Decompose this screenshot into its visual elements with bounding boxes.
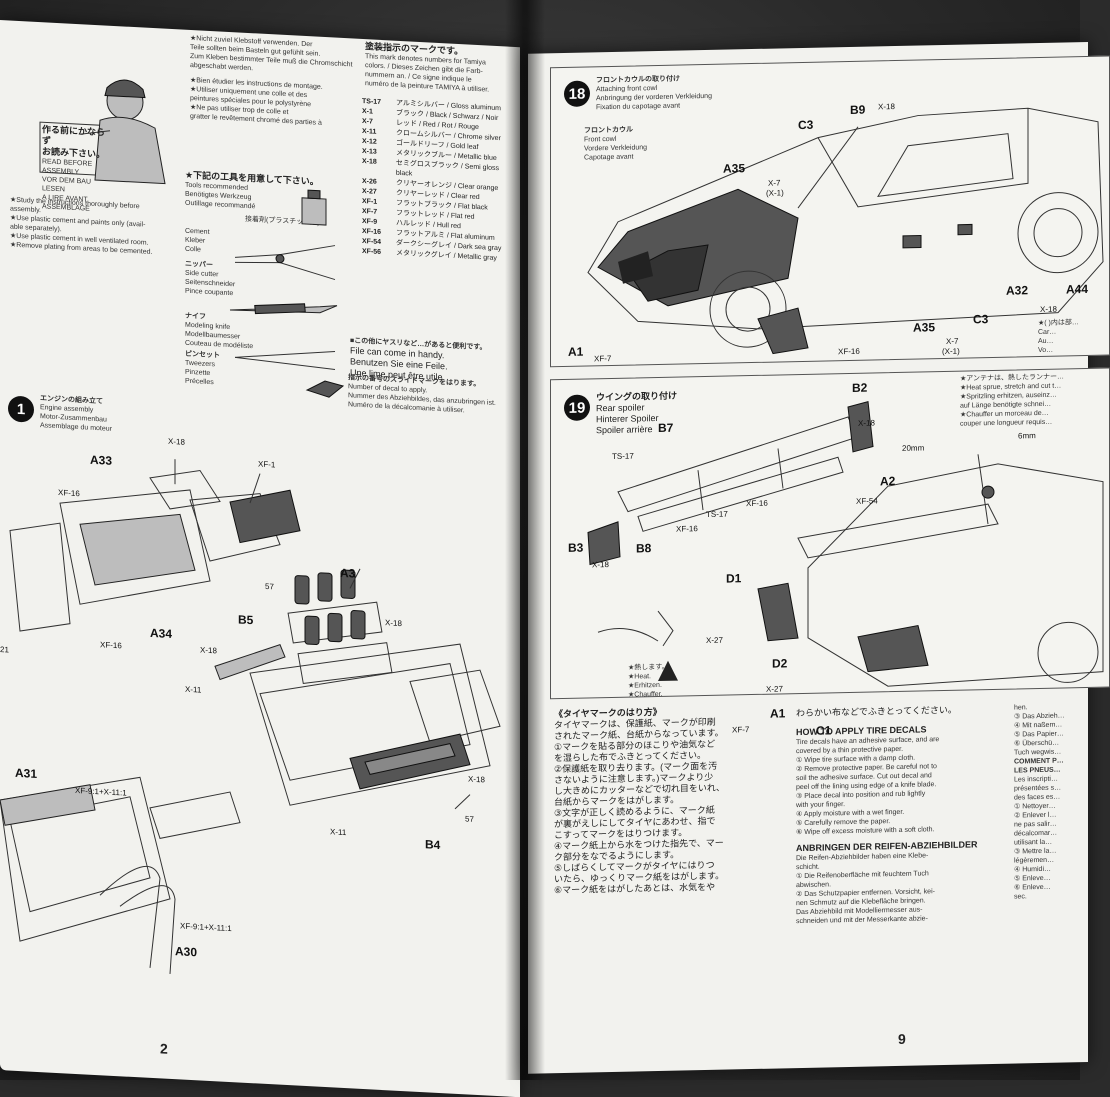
paint-label-x7: X-7 — [946, 336, 959, 346]
paint-code: X-18 — [362, 157, 377, 166]
part-label-a2: A2 — [880, 474, 896, 489]
paint-label-x1: (X-1) — [766, 188, 784, 198]
part-label-b9: B9 — [850, 102, 866, 117]
part-label-c3: C3 — [798, 117, 814, 133]
part-label-a34: A34 — [150, 625, 173, 642]
heat-label: ★熱します。 ★Heat. ★Erhitzen. ★Chauffer. — [628, 663, 669, 700]
paint-label-x27: X-27 — [706, 635, 723, 646]
part-label-a1: A1 — [568, 344, 584, 359]
part-label-a35: A35 — [913, 320, 936, 335]
note-line: Vo… — [1038, 346, 1054, 355]
note-line: ★( )内は部… — [1038, 319, 1079, 328]
side-cutter-icon — [234, 245, 336, 281]
part-label-a3: A3 — [340, 565, 356, 581]
paint-label-xf16: XF-16 — [58, 488, 80, 499]
engine-assembly-diagram — [0, 459, 501, 974]
part-label-a31: A31 — [15, 765, 38, 781]
heat-line: ★熱します。 — [628, 663, 669, 672]
paint-label-x18: X-18 — [878, 102, 895, 112]
dimension-6mm: 6mm — [1018, 431, 1036, 441]
part-label-a35: A35 — [723, 161, 746, 176]
glue-warning-block: ★Nicht zuviel Klebstoff verwenden. Der T… — [190, 34, 360, 130]
dimension-20mm: 20mm — [902, 443, 925, 453]
paint-label-x18: X-18 — [858, 418, 875, 428]
part-label-b2: B2 — [852, 380, 868, 395]
paint-label-x18: X-18 — [468, 774, 485, 785]
paint-label-x11: X-11 — [330, 827, 347, 838]
paint-label-x18: X-18 — [168, 436, 185, 447]
tire-instructions-col3: hen. ③ Das Abzieh… ④ Mit naßem… ⑤ Das Pa… — [1014, 702, 1084, 901]
part-label-c3: C3 — [973, 312, 989, 327]
paint-label-xf16: XF-16 — [676, 524, 698, 534]
tire-ja-cont: わらかい布などでふきとってください。 — [796, 704, 957, 719]
rear-spoiler-diagram — [587, 400, 1104, 687]
tire-instructions-ja: 《タイヤマークのはり方》 タイヤマークは、保護紙、マークが印刷 されたマーク紙、… — [554, 704, 794, 896]
paint-label-xf16: XF-16 — [838, 346, 860, 357]
tweezers-fr: Précelles — [185, 377, 214, 387]
part-label-b3: B3 — [568, 540, 584, 555]
heat-line: ★Chauffer. — [628, 690, 663, 699]
paint-label-ts17: TS-17 — [612, 451, 634, 461]
tweezers-labels: ピンセット Tweezers Pinzette Précelles — [185, 350, 220, 388]
part-label-b7: B7 — [658, 420, 674, 436]
paint-label-x18: X-18 — [200, 645, 217, 656]
paint-label-x11: X-11 — [185, 684, 202, 695]
left-page: 作る前にかならず お読み下さい。 READ BEFORE ASSEMBLY VO… — [0, 20, 520, 1097]
paint-label-xf1: XF-1 — [258, 459, 276, 470]
paint-label-xf16: XF-16 — [746, 498, 768, 509]
decal-number-57: 57 — [465, 814, 474, 824]
step-1-badge: 1 — [8, 395, 34, 423]
paint-label-x7: X-7 — [768, 178, 781, 188]
part-label-d1: D1 — [726, 571, 742, 586]
part-label-b4: B4 — [425, 837, 441, 853]
paint-label-x18: X-18 — [592, 560, 609, 570]
paint-label-x1: (X-1) — [942, 346, 960, 357]
right-page-number: 9 — [898, 1030, 906, 1047]
part-label-a33: A33 — [90, 452, 113, 468]
cement-bottle-icon — [301, 189, 327, 226]
car-front-diagram — [587, 107, 1104, 355]
paint-label-x18: X-18 — [1040, 304, 1057, 315]
paint-header: 塗装指示のマークです。 This mark denotes numbers fo… — [365, 41, 515, 96]
instructions-left: ★Study the instructions thoroughly befor… — [10, 196, 175, 259]
paint-label-x27: X-27 — [766, 684, 783, 694]
decal-arrow-icon — [305, 380, 345, 398]
paint-code: XF-56 — [362, 247, 382, 256]
part-label-a30: A30 — [175, 944, 198, 960]
paint-label-x18: X-18 — [385, 618, 402, 629]
tire-instructions-en-de: わらかい布などでふきとってください。 HOW TO APPLY TIRE DEC… — [796, 704, 1011, 927]
paint-label-xf16: XF-16 — [100, 640, 122, 651]
mechanic-illustration — [39, 79, 166, 185]
part-label-b5: B5 — [238, 612, 254, 628]
part-label-a32: A32 — [1006, 283, 1029, 298]
paint-label-xf7: XF-7 — [594, 353, 612, 364]
decal-note: 指示の番号のスライドマークをはります。 Number of decal to a… — [348, 373, 518, 418]
part-label-b8: B8 — [636, 541, 652, 556]
part-label-21: 21 — [0, 645, 9, 655]
part-label-a44: A44 — [1066, 281, 1089, 297]
paint-label-xf54: XF-54 — [856, 496, 878, 506]
left-page-number: 2 — [160, 1040, 168, 1057]
modeling-knife-icon — [229, 303, 338, 315]
decal-number-57: 57 — [265, 581, 274, 592]
tire-col3-line: sec. — [1014, 893, 1027, 901]
tweezers-icon — [234, 351, 336, 371]
step-18-note: ★( )内は部… Car… Au… Vo… — [1038, 318, 1079, 355]
right-page: 18 フロントカウルの取り付け Attaching front cowl Anb… — [528, 42, 1110, 1074]
paint-label-ts17: TS-17 — [706, 509, 728, 520]
part-label-d2: D2 — [772, 656, 788, 671]
